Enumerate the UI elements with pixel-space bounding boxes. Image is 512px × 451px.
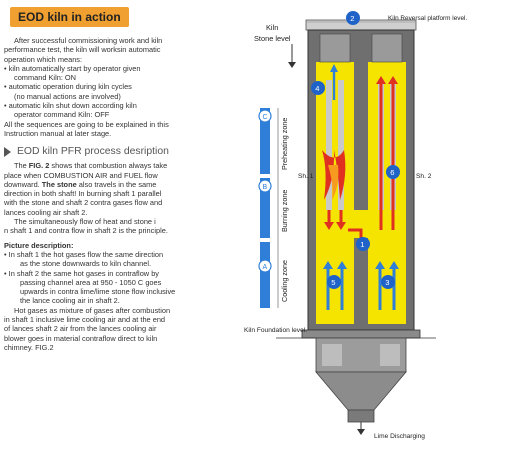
pfr-line: direction in both shaft! In burning shaf… [4,189,162,199]
marker-number: 6 [390,168,394,177]
kiln-figure: Kiln Reversal platform level. Kiln Stone… [236,0,512,446]
discharge-hopper [315,337,407,435]
kiln-shell [307,29,415,331]
zone-label: Burning zone [280,190,289,232]
picture-line: in shaft 1 inclusive lime cooling air an… [4,315,166,325]
picture-line: Hot gases as mixture of gases after comb… [14,305,171,315]
stone-level-label: Stone level [254,34,291,43]
lime-discharging-label: Lime Discharging [374,433,425,440]
shaft-2-label: Sh. 2 [416,173,432,180]
picture-description: • In shaft 1 the hot gases flow the same… [4,250,236,352]
picture-line: blower goes in material contraflow direc… [4,333,158,343]
pfr-line: The FIG. 2 shows that combustion always … [14,161,168,171]
outro-line: Instruction manual at later stage. [4,128,112,138]
banner-title: EOD kiln in action [10,7,129,27]
stone-level-label: Kiln [266,23,278,32]
section-banner: EOD kiln in action [4,4,236,30]
intro-paragraph: After successful commissioning work and … [4,36,236,138]
bullet-line: (no manual actions are involved) [14,91,121,101]
numbered-markers [311,11,400,289]
section-heading: EOD kiln PFR process desription [4,146,236,157]
marker-number: 1 [360,240,364,249]
bullet-line: • automatic kiln shut down according kil… [4,101,137,111]
marker-number: 5 [331,278,335,287]
picture-line: upwards in contra lime/lime stone flow i… [20,287,176,297]
section-title: EOD kiln PFR process desription [17,146,169,158]
pfr-line: lances cooling air shaft 2. [4,207,88,217]
zone-letter: C [263,114,268,121]
zone-letter: A [263,264,268,271]
pfr-line: The simultaneously flow of heat and ston… [14,217,156,227]
pfr-line: with the stone and shaft 2 contra gases … [4,198,163,208]
pfr-line: n shaft 1 and contra flow in shaft 2 is … [4,226,168,236]
picture-line: as the stone downwards to kiln channel. [20,259,152,269]
bullet-line: operator command Kiln: OFF [14,110,110,120]
intro-line: After successful commissioning work and … [14,36,163,45]
picture-line: passing channel area at 950 - 1050 C goe… [20,277,162,287]
gas-flow-arrows [324,76,398,240]
zone-label: Cooling zone [280,260,289,302]
outro-line: All the sequences are going to be explai… [4,119,169,129]
zone-bars [260,108,279,308]
pfr-line: downward. The stone also travels in the … [4,179,157,189]
zone-label: Preheating zone [280,118,289,170]
marker-number: 4 [315,84,319,93]
pfr-line: place when COMBUSTION AIR and FUEL flow [4,170,158,180]
foundation-label: Kiln Foundation level. [244,327,307,334]
zone-letter-markers [258,109,272,273]
picture-line: • In shaft 1 the hot gases flow the same… [4,249,164,259]
section-marker-icon [4,146,11,157]
picture-line: the lance cooling air in shaft 2. [20,296,120,306]
picture-heading: Picture description: [4,240,74,250]
bullet-line: • automatic operation during kiln cycles [4,82,132,92]
picture-line: • In shaft 2 the same hot gases in contr… [4,268,160,278]
cooling-air-arrows [323,64,399,310]
bullet-line: • kiln automatically start by operator g… [4,63,141,73]
intro-line: operation which means: [4,54,83,64]
flame-shaft-1 [322,150,346,200]
picture-line: chimney. FIG.2 [4,342,54,352]
bullet-line: command Kiln: ON [14,73,77,83]
zone-letter: B [263,184,268,191]
text-column: EOD kiln in action After successful comm… [4,4,236,352]
marker-number: 2 [350,14,354,23]
shaft-1-label: Sh. 1 [298,173,314,180]
pfr-paragraph: The FIG. 2 shows that combustion always … [4,161,236,235]
marker-number: 3 [385,278,389,287]
intro-line: performance test, the kiln will worksin … [4,45,161,55]
kiln-diagram: Kiln Reversal platform level. Kiln Stone… [244,11,467,440]
reversal-label: Kiln Reversal platform level. [388,15,467,22]
picture-line: of lances shaft 2 air from the lances co… [4,324,157,334]
